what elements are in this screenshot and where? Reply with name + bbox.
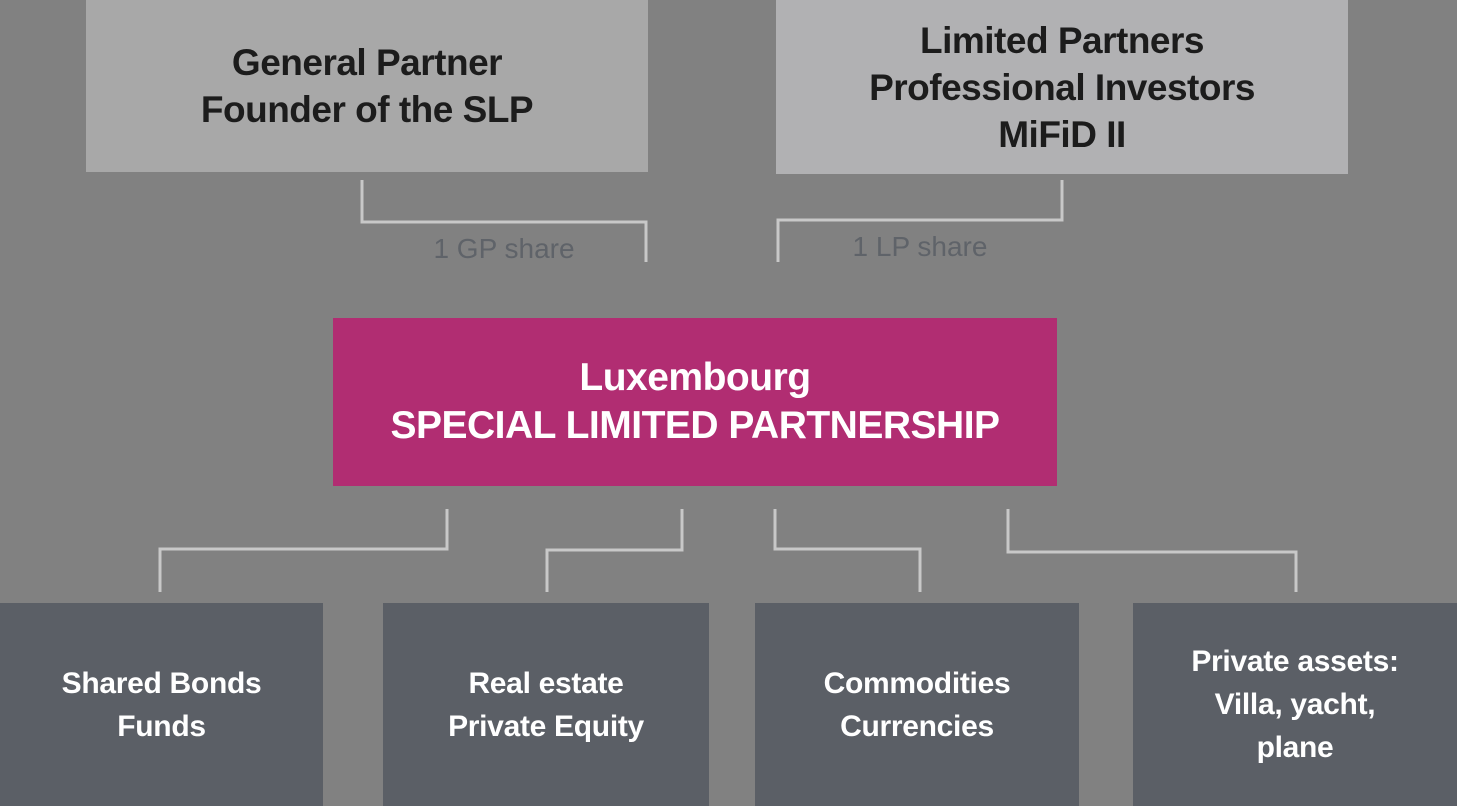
node-label-line: Founder of the SLP — [200, 89, 534, 130]
node-label-line: Funds — [117, 709, 206, 743]
gp-share-label: 1 GP share — [433, 233, 575, 264]
node-private-assets: Private assets: Villa, yacht, plane — [1133, 603, 1457, 806]
node-label-line: General Partner — [231, 42, 503, 83]
node-label-line: MiFiD II — [998, 113, 1126, 155]
node-label-line: Private Equity — [448, 709, 644, 743]
node-shared-bonds-funds: Shared Bonds Funds — [0, 603, 323, 806]
node-label-line: Villa, yacht, — [1214, 688, 1376, 721]
node-label-line: Commodities — [823, 666, 1011, 700]
connector-slp-to-shared-bonds — [158, 509, 449, 592]
node-special-limited-partnership: Luxembourg SPECIAL LIMITED PARTNERSHIP — [333, 318, 1057, 486]
node-commodities-currencies: Commodities Currencies — [755, 603, 1079, 806]
connector-slp-to-private-assets — [1006, 509, 1298, 592]
node-real-estate-private-equity: Real estate Private Equity — [383, 603, 709, 806]
connector-slp-to-real-estate — [545, 509, 684, 592]
node-label-line: plane — [1256, 731, 1334, 764]
node-label-line: Professional Investors — [869, 66, 1255, 108]
node-label-line: Luxembourg — [579, 356, 811, 399]
node-label-line: SPECIAL LIMITED PARTNERSHIP — [390, 404, 1000, 447]
lp-share-label: 1 LP share — [852, 231, 988, 262]
node-label-line: Private assets: — [1191, 645, 1399, 678]
node-limited-partners: Limited Partners Professional Investors … — [776, 0, 1348, 174]
node-label-line: Limited Partners — [920, 19, 1204, 61]
node-general-partner: General Partner Founder of the SLP — [86, 0, 648, 172]
node-label-line: Currencies — [840, 709, 994, 743]
connector-slp-to-commodities — [773, 509, 922, 592]
node-label-line: Real estate — [468, 666, 624, 700]
node-label-line: Shared Bonds — [61, 666, 262, 700]
